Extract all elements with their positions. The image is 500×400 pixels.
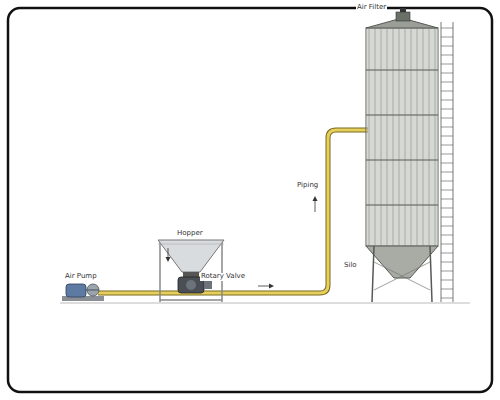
part-label: Hopper bbox=[176, 230, 204, 238]
air-pump bbox=[62, 284, 104, 301]
ladder bbox=[441, 22, 453, 302]
flow-arrow bbox=[258, 196, 318, 289]
silo bbox=[366, 18, 438, 302]
air-filter bbox=[396, 8, 410, 21]
conveying-pipe bbox=[98, 130, 368, 293]
part-label: Rotary Valve bbox=[200, 273, 246, 281]
frame-border bbox=[8, 8, 492, 392]
hopper bbox=[158, 240, 224, 302]
part-label: Piping bbox=[296, 182, 319, 190]
ground-line bbox=[60, 303, 470, 304]
part-label: Silo bbox=[343, 262, 358, 270]
part-label: Air Filter bbox=[356, 4, 387, 12]
part-label: Air Pump bbox=[64, 273, 98, 281]
